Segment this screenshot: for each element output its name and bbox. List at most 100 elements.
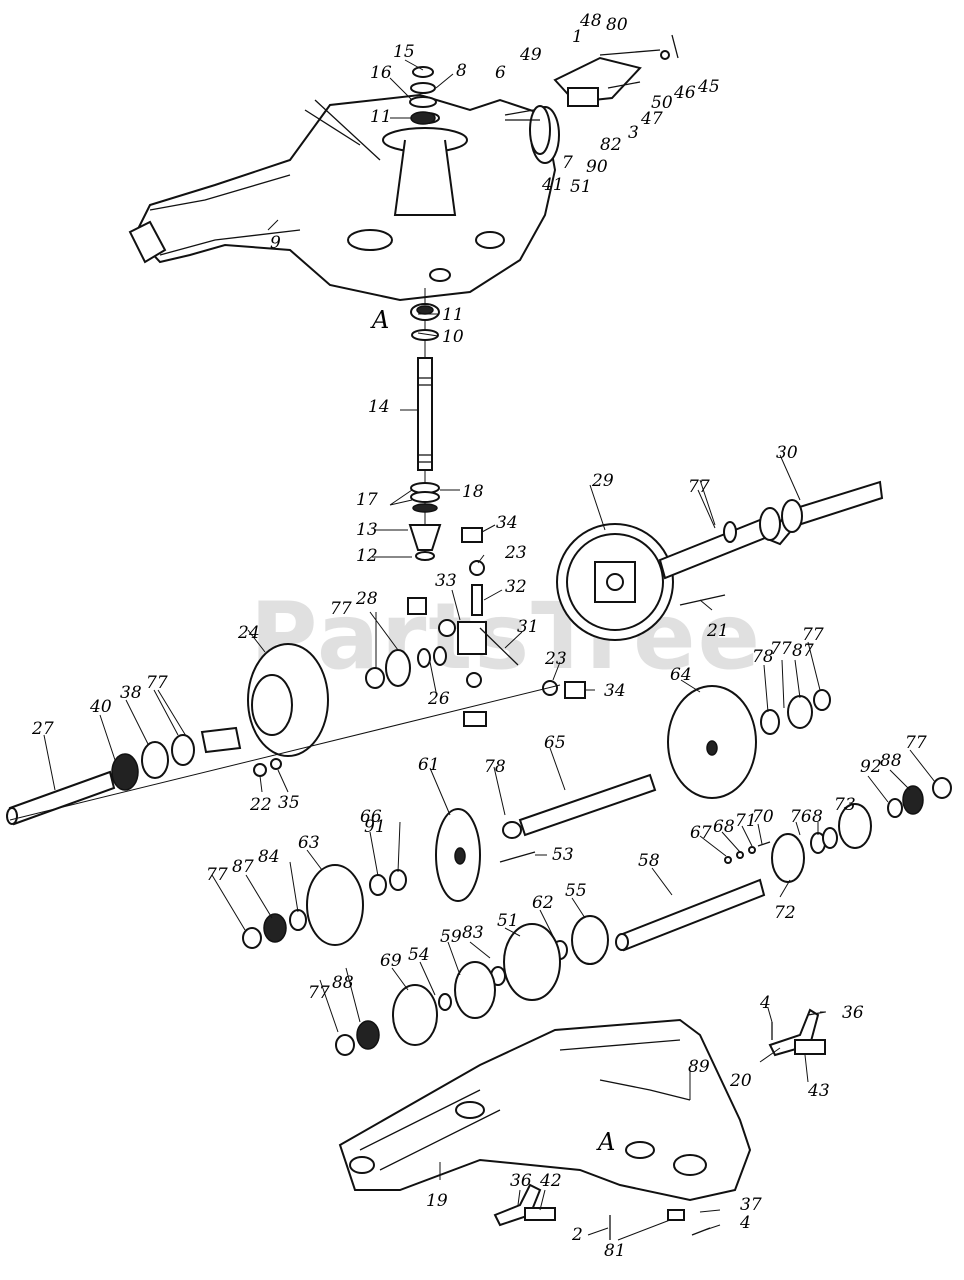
label-55: 55 bbox=[565, 881, 587, 901]
label-37: 37 bbox=[740, 1195, 762, 1215]
ring-gear-and-axle bbox=[556, 480, 884, 641]
label-84: 84 bbox=[258, 847, 280, 867]
label-71: 71 bbox=[735, 811, 757, 831]
label-38: 38 bbox=[120, 683, 142, 703]
label-1: 1 bbox=[572, 27, 583, 47]
label-7: 7 bbox=[562, 153, 573, 173]
label-45: 45 bbox=[697, 77, 720, 97]
label-18: 18 bbox=[462, 482, 484, 502]
label-65: 65 bbox=[544, 733, 566, 753]
label-29: 29 bbox=[591, 471, 614, 491]
label-77-left: 77 bbox=[330, 599, 352, 619]
label-13: 13 bbox=[356, 520, 378, 540]
label-63: 63 bbox=[298, 833, 320, 853]
label-50: 50 bbox=[651, 93, 673, 113]
label-80: 80 bbox=[606, 15, 628, 35]
label-83: 83 bbox=[462, 923, 484, 943]
label-28: 28 bbox=[355, 589, 378, 609]
label-41: 41 bbox=[541, 175, 564, 195]
label-8-right: 8 bbox=[812, 807, 823, 827]
label-78-center: 78 bbox=[484, 757, 506, 777]
label-67: 67 bbox=[690, 823, 712, 843]
label-48: 48 bbox=[579, 11, 602, 31]
label-68: 68 bbox=[713, 817, 735, 837]
label-42: 42 bbox=[539, 1171, 562, 1191]
label-23-lower: 23 bbox=[544, 649, 567, 669]
lower-gears bbox=[335, 915, 609, 1056]
label-77-edge: 77 bbox=[905, 733, 927, 753]
label-11: 11 bbox=[370, 107, 392, 127]
label-30: 30 bbox=[776, 443, 798, 463]
label-10: 10 bbox=[442, 327, 464, 347]
label-15: 15 bbox=[393, 42, 415, 62]
label-4-bottom: 4 bbox=[739, 1213, 751, 1233]
label-26: 26 bbox=[427, 689, 450, 709]
countershaft bbox=[502, 773, 657, 839]
label-46: 46 bbox=[673, 83, 696, 103]
label-4-top: 4 bbox=[759, 993, 771, 1013]
output-shaft bbox=[615, 878, 766, 952]
label-77-far-right: 77 bbox=[802, 625, 824, 645]
label-53: 53 bbox=[552, 845, 574, 865]
label-51-lower: 51 bbox=[497, 911, 519, 931]
label-34-top: 34 bbox=[496, 513, 518, 533]
label-3: 3 bbox=[628, 123, 639, 143]
label-88-right: 88 bbox=[880, 751, 902, 771]
label-77-lower-left: 77 bbox=[206, 865, 228, 885]
upper-housing bbox=[128, 93, 560, 302]
label-11-lower: 11 bbox=[442, 305, 464, 325]
label-70: 70 bbox=[752, 807, 774, 827]
label-36-left: 36 bbox=[510, 1171, 532, 1191]
label-47: 47 bbox=[640, 109, 663, 129]
label-14: 14 bbox=[368, 397, 390, 417]
label-73: 73 bbox=[834, 795, 856, 815]
label-40: 40 bbox=[89, 697, 112, 717]
right-middle-gears bbox=[724, 777, 952, 883]
label-66: 66 bbox=[360, 807, 382, 827]
vertical-shaft-stack bbox=[408, 288, 442, 561]
shift-forks bbox=[493, 1008, 826, 1240]
label-16: 16 bbox=[370, 63, 392, 83]
label-88-lower: 88 bbox=[332, 973, 354, 993]
label-92: 92 bbox=[860, 757, 882, 777]
label-22: 22 bbox=[249, 795, 272, 815]
label-32: 32 bbox=[505, 577, 527, 597]
label-12: 12 bbox=[356, 546, 378, 566]
label-23-top: 23 bbox=[504, 543, 527, 563]
label-82: 82 bbox=[600, 135, 622, 155]
right-upper-gears bbox=[667, 685, 831, 799]
label-36-right: 36 bbox=[842, 1003, 864, 1023]
label-58: 58 bbox=[638, 851, 660, 871]
label-89: 89 bbox=[688, 1057, 710, 1077]
label-77-bottom: 77 bbox=[308, 983, 330, 1003]
label-34-lower: 34 bbox=[604, 681, 626, 701]
label-19: 19 bbox=[426, 1191, 448, 1211]
leader-lines bbox=[43, 59, 936, 1241]
label-A-bottom: A bbox=[596, 1128, 615, 1156]
part-labels: 15 8 16 11 9 A 11 10 6 49 1 48 80 45 46 … bbox=[31, 11, 927, 1261]
label-43: 43 bbox=[807, 1081, 830, 1101]
label-78-right: 78 bbox=[752, 647, 774, 667]
label-33: 33 bbox=[435, 571, 457, 591]
middle-left-gears bbox=[242, 808, 536, 949]
label-61: 61 bbox=[418, 755, 440, 775]
label-91: 91 bbox=[364, 817, 386, 837]
label-2: 2 bbox=[571, 1225, 583, 1245]
label-27: 27 bbox=[31, 719, 54, 739]
label-69: 69 bbox=[380, 951, 402, 971]
label-8: 8 bbox=[456, 61, 467, 81]
label-35: 35 bbox=[278, 793, 300, 813]
label-90: 90 bbox=[586, 157, 608, 177]
label-77-right: 77 bbox=[770, 639, 792, 659]
label-72: 72 bbox=[774, 903, 796, 923]
label-77-axle: 77 bbox=[688, 477, 710, 497]
label-64: 64 bbox=[670, 665, 692, 685]
label-77-bearing: 77 bbox=[146, 673, 168, 693]
left-axle-side bbox=[6, 643, 561, 826]
label-51-top: 51 bbox=[570, 177, 592, 197]
label-87-left: 87 bbox=[232, 857, 254, 877]
label-62: 62 bbox=[532, 893, 554, 913]
lower-housing bbox=[338, 1018, 752, 1202]
label-54: 54 bbox=[408, 945, 430, 965]
